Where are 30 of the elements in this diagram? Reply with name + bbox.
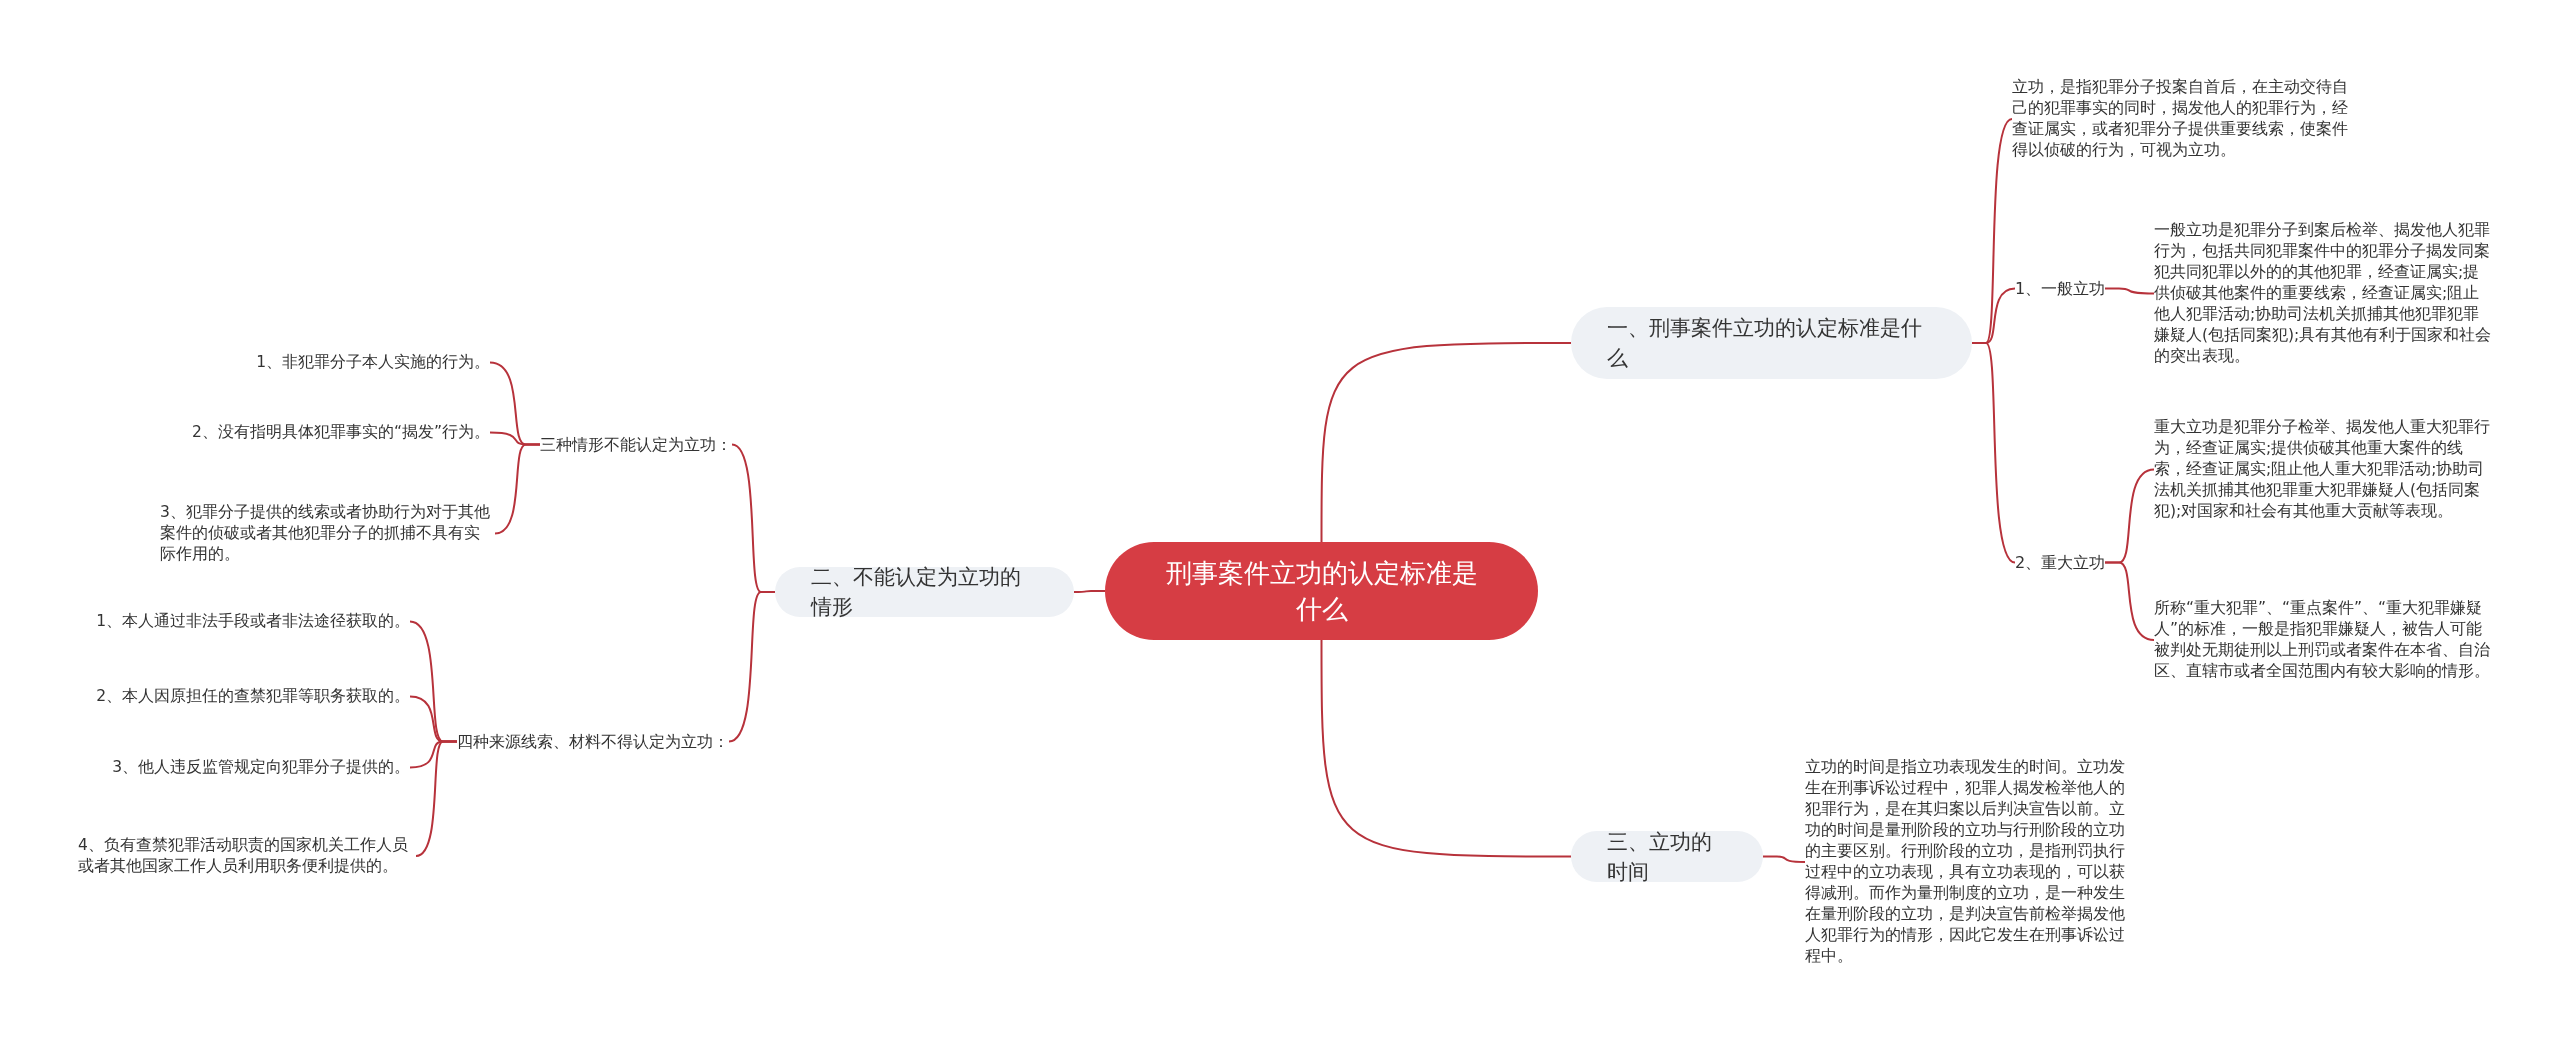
topic-pill: 二、不能认定为立功的情形: [775, 567, 1074, 617]
connector-line: [1320, 639, 1572, 858]
topic-pill: 三、立功的时间: [1571, 831, 1763, 882]
note-text: 3、犯罪分子提供的线索或者协助行为对于其他案件的侦破或者其他犯罪分子的抓捕不具有实际作用的。: [160, 502, 495, 565]
subtopic-label: 四种来源线索、材料不得认定为立功：: [457, 731, 729, 752]
note-text: 一般立功是犯罪分子到案后检举、揭发他人犯罪行为，包括共同犯罪案件中的犯罪分子揭发同案犯共同犯罪以外的的其他犯罪，经查证属实;提供侦破其他案件的重要线索，经查证属实;阻止他人犯罪活动;协助司法机关抓捕其他犯罪犯罪嫌疑人(包括同案犯);具有其他有利于国家和社会的突出表现。: [2154, 220, 2494, 367]
subtopic-label: 2、重大立功: [2015, 552, 2106, 573]
note-text: 1、非犯罪分子本人实施的行为。: [150, 352, 490, 373]
note-text: 立功的时间是指立功表现发生的时间。立功发生在刑事诉讼过程中，犯罪人揭发检举他人的犯罪行为，是在其归案以后判决宣告以前。立功的时间是量刑阶段的立功与行刑阶段的立功的主要区别。行刑阶段的立功，是指刑罚执行过程中的立功表现，具有立功表现的，可以获得减刑。而作为量刑制度的立功，是一种发生在量刑阶段的立功，是判决宣告前检举揭发他人犯罪行为的情形，因此它发生在刑事诉讼过程中。: [1805, 757, 2140, 967]
subtopic-label: 1、一般立功: [2015, 278, 2106, 299]
note-text: 2、没有指明具体犯罪事实的“揭发”行为。: [120, 422, 490, 443]
connector-line: [1073, 590, 1106, 593]
note-text: 所称“重大犯罪”、“重点案件”、“重大犯罪嫌疑人”的标准，一般是指犯罪嫌疑人，被告人可能被判处无期徒刑以上刑罚或者案件在本省、自治区、直辖市或者全国范围内有较大影响的情形。: [2154, 598, 2494, 682]
central-topic: 刑事案件立功的认定标准是什么: [1105, 542, 1538, 640]
note-text: 重大立功是犯罪分子检举、揭发他人重大犯罪行为，经查证属实;提供侦破其他重大案件的线索，经查证属实;阻止他人重大犯罪活动;协助司法机关抓捕其他犯罪重大犯罪嫌疑人(包括同案犯);对国家和社会有其他重大贡献等表现。: [2154, 417, 2494, 522]
note-text: 1、本人通过非法手段或者非法途径获取的。: [40, 611, 410, 632]
note-text: 立功，是指犯罪分子投案自首后，在主动交待自己的犯罪事实的同时，揭发他人的犯罪行为，经查证属实，或者犯罪分子提供重要线索，使案件得以侦破的行为，可视为立功。: [2012, 77, 2357, 161]
connector-line: [1971, 342, 2016, 564]
note-text: 3、他人违反监管规定向犯罪分子提供的。: [40, 757, 410, 778]
connector-line: [2104, 287, 2155, 295]
note-text: 4、负有查禁犯罪活动职责的国家机关工作人员或者其他国家工作人员利用职务便利提供的。: [78, 835, 416, 877]
connector-line: [1320, 342, 1572, 543]
connector-line: [1762, 855, 1806, 863]
topic-pill: 一、刑事案件立功的认定标准是什么: [1571, 307, 1972, 379]
note-text: 2、本人因原担任的查禁犯罪等职务获取的。: [40, 686, 410, 707]
connector-line: [2104, 561, 2155, 641]
subtopic-label: 三种情形不能认定为立功：: [540, 434, 732, 455]
connector-line: [494, 443, 541, 535]
connector-line: [728, 591, 776, 743]
connector-line: [415, 740, 458, 857]
